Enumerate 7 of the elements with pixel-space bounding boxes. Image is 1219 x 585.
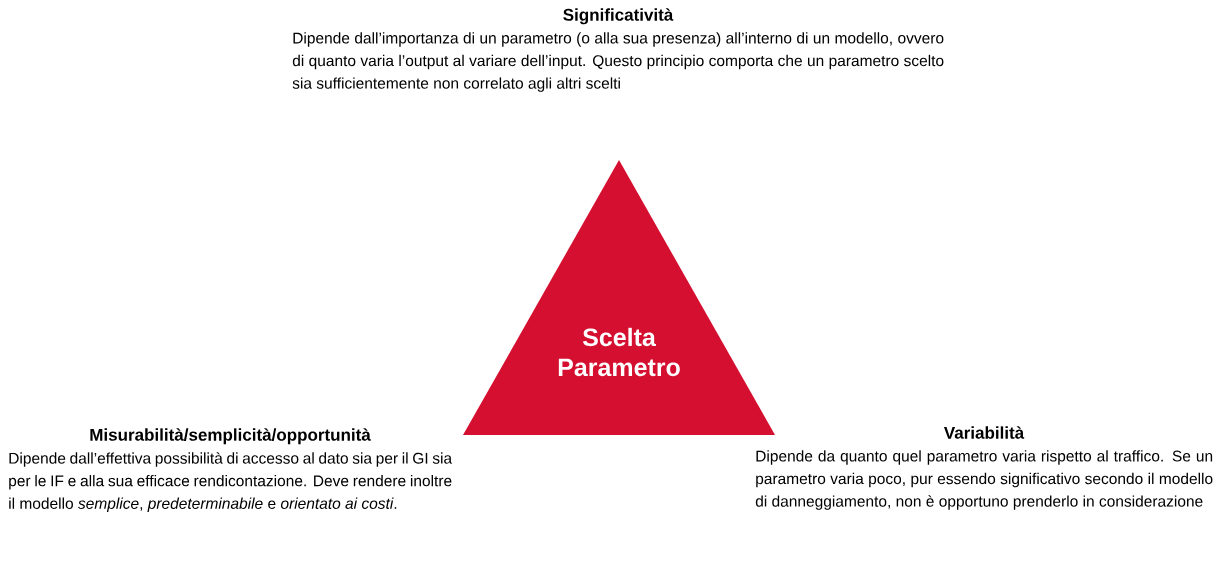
paragraph: Dipende dall’importanza di un parametro (o alla sua presenza) all’interno di un modello, ovvero di quanto varia l’output al variare dell’input. Questo principio comporta che un parametro scelto sia sufficientemente non correlato agli altri scelti [292,32,944,92]
heading: Variabilità [943,426,1025,439]
heading: Misurabilità/semplicità/opportunità [90,428,371,445]
triangle: Scelta Parametro [463,160,775,435]
heading: Significatività [563,8,674,25]
paragraph: Dipende dall’effettiva possibilità di accesso al dato sia per il GI sia per le IF e alla sua efficace rendicontazione. Deve rendere inoltre il modello semplice, predeterminabile e orientato ai costi. [9,452,453,512]
paragraph: Dipende da quanto quel parametro varia rispetto al traffico. Se un parametro varia poco, pur essendo significativo secondo il modello di danneggiamento, non è opportuno prenderlo in considerazione [755,450,1213,510]
